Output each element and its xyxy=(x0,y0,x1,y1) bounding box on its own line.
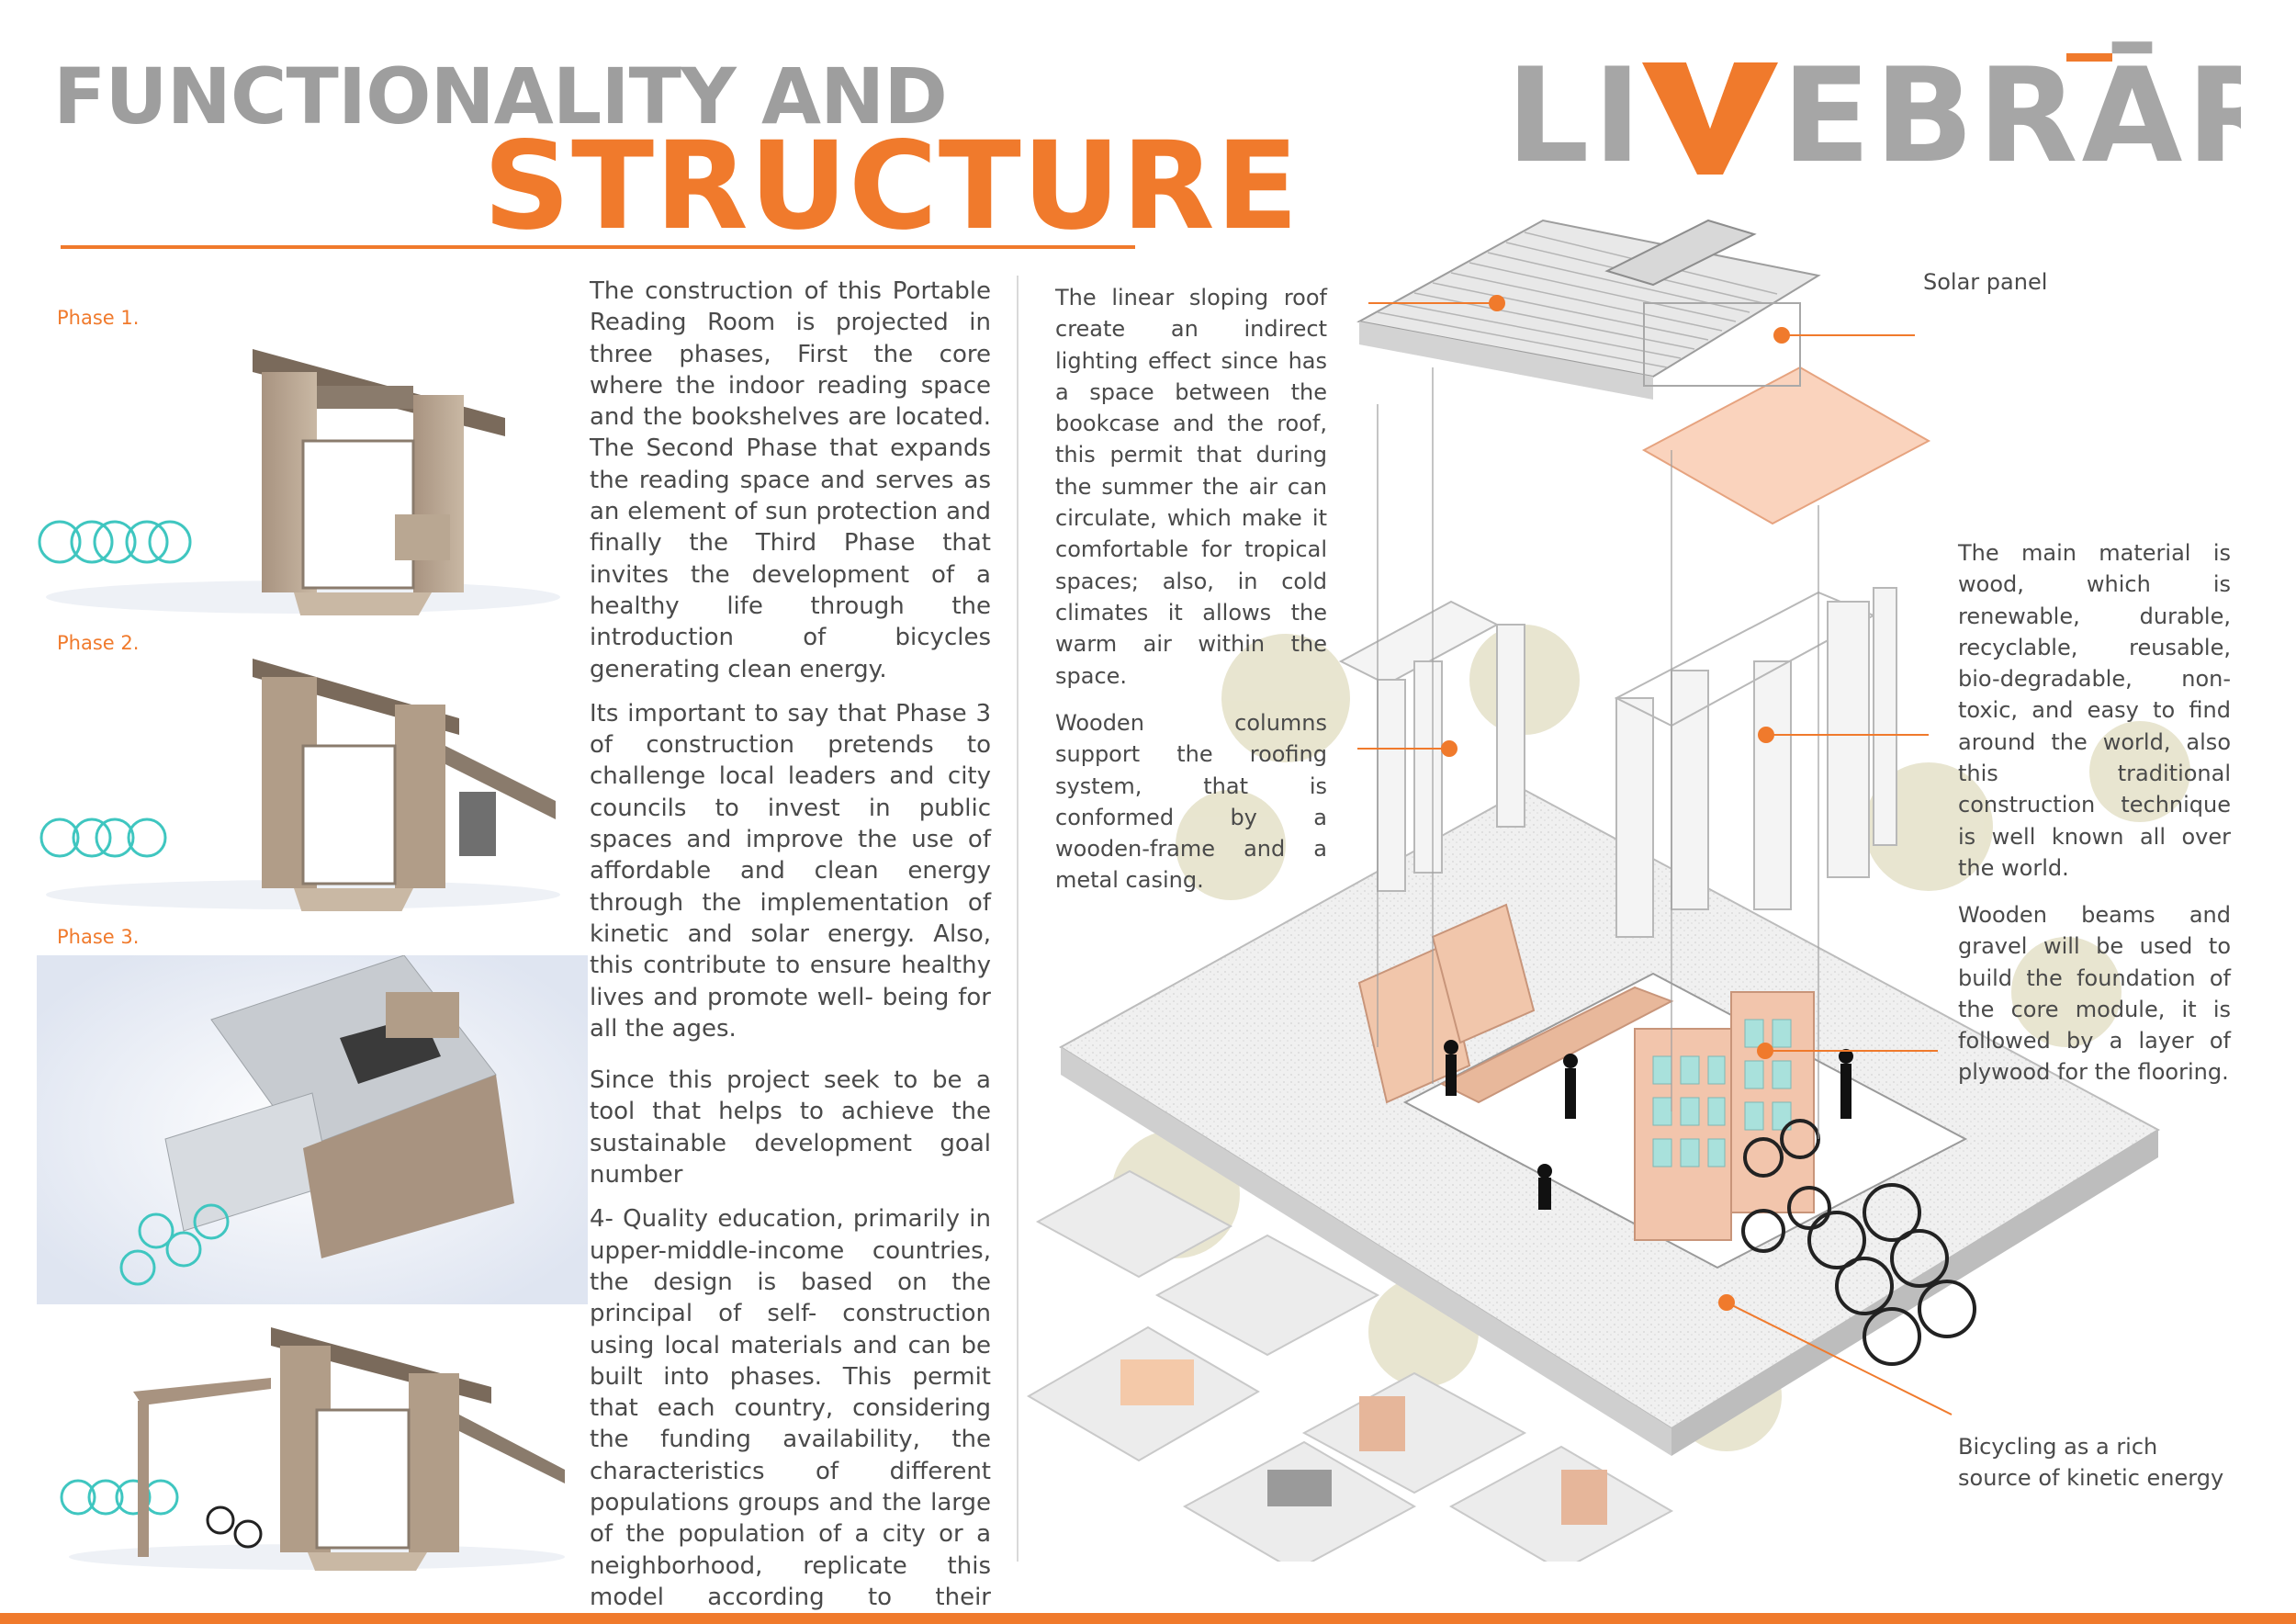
logo-macron-accent xyxy=(2066,53,2112,62)
bicycle-icon xyxy=(38,520,192,564)
phase-2-label: Phase 2. xyxy=(57,632,140,654)
svg-text:EBRĀRY: EBRĀRY xyxy=(1782,40,2241,184)
phase-2-rendering xyxy=(39,659,560,911)
title-line-1: FUNCTIONALITY AND xyxy=(53,51,948,141)
logo-v-mark-icon xyxy=(1642,62,1778,175)
phase-1-label: Phase 1. xyxy=(57,307,140,329)
phase-3-label: Phase 3. xyxy=(57,926,140,948)
bicycle-icon xyxy=(60,1479,179,1516)
annotation-main-material: The main material is wood, which is rene… xyxy=(1958,540,2231,881)
phase-3-rendering xyxy=(60,1327,565,1571)
annotation-solar-panel: Solar panel xyxy=(1923,269,2048,295)
bookcase xyxy=(1634,991,1815,1241)
solar-panel-icon xyxy=(1604,219,1757,287)
description-paragraph-1: The construction of this Portable Readin… xyxy=(590,277,991,683)
annotation-bicycling: Bicycling as a rich source of kinetic en… xyxy=(1958,1434,2224,1492)
exploded-axonometric-diagram xyxy=(1027,219,2190,1562)
livebrary-logo: LI EBRĀRY xyxy=(1506,40,2241,184)
annotation-roof: The linear sloping roof create an indire… xyxy=(1055,285,1327,689)
title-underline xyxy=(61,245,1135,249)
person-silhouette-icon xyxy=(1444,1040,1853,1210)
bicycle-icon xyxy=(119,1203,230,1286)
footer-rule xyxy=(0,1613,2296,1624)
description-paragraph-4: 4- Quality education, primarily in upper… xyxy=(590,1205,991,1624)
description-paragraph-3: Since this project seek to be a tool tha… xyxy=(590,1066,991,1190)
bicycle-icon xyxy=(39,818,167,858)
description-column: The construction of this Portable Readin… xyxy=(590,276,991,1624)
bicycle-icon xyxy=(1741,1119,1976,1366)
roof-layer xyxy=(1356,219,1821,400)
column-divider xyxy=(1017,276,1019,1562)
annotation-foundation: Wooden beams and gravel will be used to … xyxy=(1958,902,2231,1086)
phase-3-overhead-rendering xyxy=(37,955,588,1304)
description-paragraph-2: Its important to say that Phase 3 of con… xyxy=(590,699,991,1043)
annotation-columns: Wooden columns support the roofing syste… xyxy=(1055,710,1327,894)
svg-text:LI: LI xyxy=(1506,40,1645,184)
phase-1-rendering xyxy=(38,349,560,615)
title-line-2: STRUCTURE xyxy=(483,116,1300,257)
